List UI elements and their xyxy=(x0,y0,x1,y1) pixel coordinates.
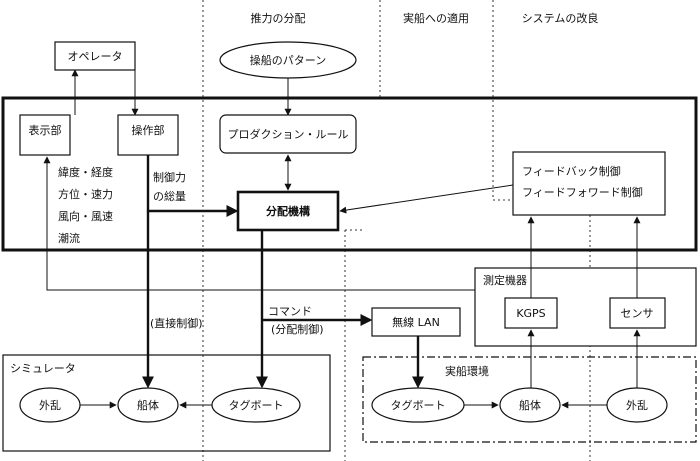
control-force-label-2: の総量 xyxy=(153,189,186,203)
sensor-label: センサ xyxy=(621,307,654,320)
display-unit-box xyxy=(19,114,71,156)
display-unit-label: 表示部 xyxy=(29,123,62,137)
measurement-label: 測定機器 xyxy=(483,273,527,287)
main-control-frame xyxy=(1,96,698,252)
kgps-label: KGPS xyxy=(516,307,545,320)
sim-hull-label: 船体 xyxy=(137,398,159,412)
real-disturbance-label: 外乱 xyxy=(626,399,648,412)
command-label: コマンド xyxy=(268,305,312,318)
sim-disturbance-label: 外乱 xyxy=(39,399,61,412)
state-info-heading-speed: 方位・速力 xyxy=(58,187,113,201)
feedback-control-label: フィードバック制御 xyxy=(522,164,621,178)
state-info-wind: 風向・風速 xyxy=(58,209,113,223)
feedforward-control-label: フィードフォワード制御 xyxy=(522,185,643,199)
connector-arrows xyxy=(43,69,641,409)
distributed-control-label: (分配制御) xyxy=(271,322,324,336)
operation-unit-box xyxy=(117,114,179,156)
simulator-title: シミュレータ xyxy=(10,362,76,375)
distributor-box xyxy=(236,190,340,232)
operator-box xyxy=(54,41,136,71)
maneuver-pattern-label: 操船のパターン xyxy=(250,53,326,67)
simulator-frame xyxy=(2,354,331,452)
distributor-label: 分配機構 xyxy=(266,204,310,218)
real-hull-ellipse xyxy=(499,387,561,423)
real-hull-label: 船体 xyxy=(519,398,541,412)
header-thrust-distribution: 推力の分配 xyxy=(251,11,306,25)
real-ship-frame xyxy=(362,356,697,443)
control-force-label-1: 制御力 xyxy=(153,170,186,184)
state-info-position: 緯度・経度 xyxy=(58,165,113,179)
wireless-lan-label: 無線 LAN xyxy=(392,315,440,329)
header-real-ship: 実船への適用 xyxy=(403,11,469,25)
state-info-current: 潮流 xyxy=(58,231,80,245)
direct-control-label: (直接制御) xyxy=(150,316,203,330)
sim-tugboat-label: タグボート xyxy=(229,398,284,412)
operator-label: オペレータ xyxy=(68,50,123,63)
operation-unit-label: 操作部 xyxy=(132,123,165,137)
real-tugboat-label: タグボート xyxy=(391,398,446,412)
feedback-control-box xyxy=(512,151,666,216)
real-ship-title: 実船環境 xyxy=(445,364,489,378)
header-system-improvement: システムの改良 xyxy=(522,11,599,25)
production-rule-label: プロダクション・ルール xyxy=(228,127,349,141)
